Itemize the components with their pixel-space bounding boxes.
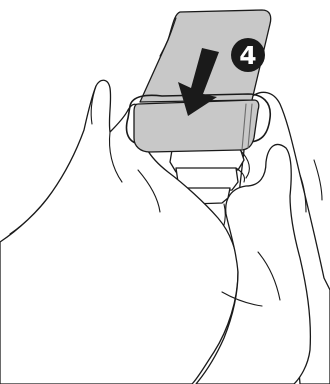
step-number: 4 (239, 41, 256, 70)
step-badge: 4 (231, 38, 265, 72)
